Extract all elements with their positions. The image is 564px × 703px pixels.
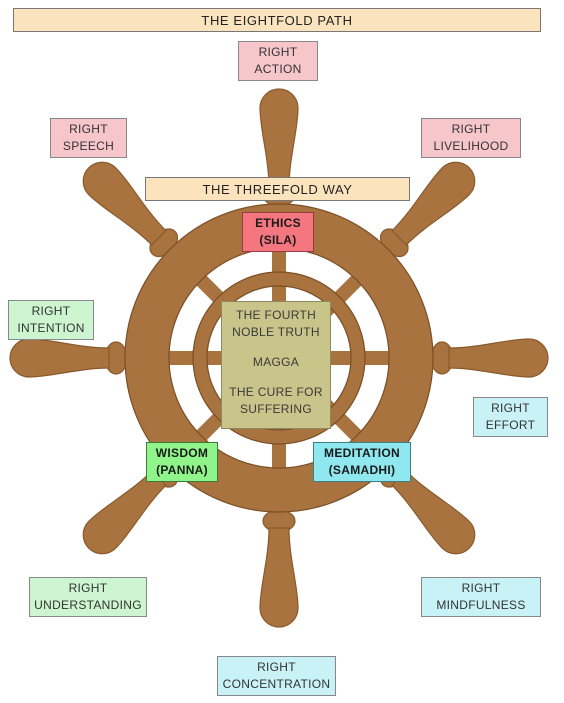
wisdom-line1: WISDOM [155, 446, 209, 460]
wisdom-line2: (PANNA) [156, 463, 208, 477]
right-concentration-line2: CONCENTRATION [222, 677, 331, 691]
right-mindfulness-line2: MINDFULNESS [436, 598, 526, 612]
ethics-box: ETHICS (SILA) [242, 212, 314, 252]
threefold-way-text: THE THREEFOLD WAY [202, 181, 353, 197]
right-livelihood-box: RIGHT LIVELIHOOD [421, 118, 521, 158]
right-mindfulness-box: RIGHT MINDFULNESS [421, 577, 541, 617]
right-speech-box: RIGHT SPEECH [50, 118, 127, 158]
right-livelihood-line2: LIVELIHOOD [433, 139, 509, 153]
right-intention-line1: RIGHT [31, 304, 71, 318]
ethics-line1: ETHICS [255, 216, 301, 230]
right-concentration-box: RIGHT CONCENTRATION [217, 656, 336, 696]
center-line1: THE FOURTH [235, 308, 317, 322]
ethics-line2: (SILA) [259, 233, 297, 247]
right-effort-box: RIGHT EFFORT [473, 397, 548, 437]
meditation-line2: (SAMADHI) [328, 463, 396, 477]
right-concentration-line1: RIGHT [257, 660, 296, 674]
threefold-way-label: THE THREEFOLD WAY [145, 177, 410, 201]
right-action-line1: RIGHT [258, 45, 298, 59]
fourth-noble-truth-box: THE FOURTH NOBLE TRUTH MAGGA THE CURE FO… [221, 301, 331, 429]
right-effort-line1: RIGHT [491, 401, 530, 415]
diagram-title: THE EIGHTFOLD PATH [13, 8, 541, 32]
right-speech-line2: SPEECH [62, 139, 115, 153]
meditation-line1: MEDITATION [324, 446, 400, 460]
right-understanding-box: RIGHT UNDERSTANDING [29, 577, 147, 617]
meditation-box: MEDITATION (SAMADHI) [313, 442, 411, 482]
right-effort-line2: EFFORT [485, 418, 536, 432]
right-mindfulness-line1: RIGHT [461, 581, 501, 595]
right-intention-box: RIGHT INTENTION [8, 300, 94, 340]
right-intention-line2: INTENTION [17, 321, 85, 335]
center-line4: THE CURE FOR [229, 385, 323, 399]
center-magga: MAGGA [252, 355, 300, 369]
wisdom-box: WISDOM (PANNA) [146, 442, 218, 482]
right-action-line2: ACTION [254, 62, 302, 76]
right-action-box: RIGHT ACTION [238, 41, 318, 81]
diagram-title-text: THE EIGHTFOLD PATH [201, 12, 353, 28]
right-understanding-line2: UNDERSTANDING [34, 598, 142, 612]
center-line5: SUFFERING [239, 402, 313, 416]
right-speech-line1: RIGHT [69, 122, 108, 136]
right-livelihood-line1: RIGHT [451, 122, 491, 136]
right-understanding-line1: RIGHT [68, 581, 108, 595]
center-line2: NOBLE TRUTH [232, 325, 320, 339]
